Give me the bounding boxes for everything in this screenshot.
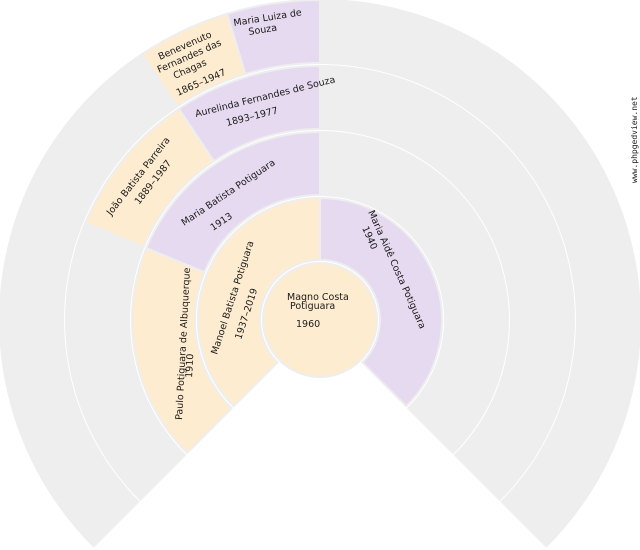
gen4-empty-segment: [500, 439, 604, 548]
gen3-empty-segment: [495, 221, 575, 371]
gen2-empty-segment: [406, 246, 509, 455]
gen4-empty-segment: [0, 287, 70, 384]
gen4-empty-segment: [570, 287, 640, 384]
gen1-person-segment[interactable]: [319, 196, 443, 408]
paternal-grandfather-dates: 1910: [184, 353, 196, 378]
root-name-line2: Potiguara: [290, 301, 335, 312]
watermark-text: www.phpgedview.net: [630, 96, 639, 183]
gen3-empty-segment: [65, 221, 145, 371]
root-name-line1: Magno Costa: [287, 292, 349, 303]
root-person-circle[interactable]: [262, 262, 378, 378]
gen1-person-segment[interactable]: [197, 196, 321, 408]
root-dates: 1960: [296, 319, 320, 330]
gen3-empty-segment: [453, 356, 571, 502]
gen4-maria-luiza-line2: Souza: [248, 23, 278, 38]
